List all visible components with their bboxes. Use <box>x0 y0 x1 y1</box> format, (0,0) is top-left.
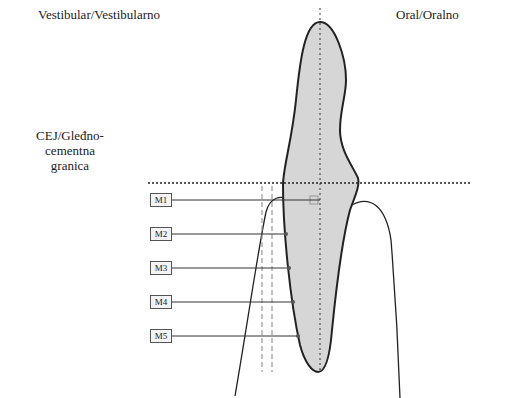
measure-point <box>296 334 300 338</box>
callout-box: M2 <box>150 227 172 241</box>
text-label: Vestibular/Vestibularno <box>38 7 160 22</box>
measure-line <box>172 234 286 235</box>
oral-bone <box>350 201 400 398</box>
measure-line <box>172 200 320 201</box>
reference-dash <box>271 186 272 372</box>
tooth-axis <box>320 8 321 372</box>
cej-line <box>148 182 472 184</box>
measure-line <box>172 268 289 269</box>
callout-number: M2 <box>155 229 168 239</box>
callout-number: M1 <box>155 195 168 205</box>
reference-dash <box>261 186 262 372</box>
measure-point <box>287 266 291 270</box>
callout-box: M1 <box>150 193 172 207</box>
callout-number: M4 <box>155 297 168 307</box>
measure-point <box>284 232 288 236</box>
callout-number: M3 <box>155 263 168 273</box>
tooth-outline <box>283 22 358 372</box>
text-label: CEJ/Gleđno-cementna granica <box>26 128 114 173</box>
measure-line <box>172 336 298 337</box>
callout-box: M4 <box>150 295 172 309</box>
callout-box: M5 <box>150 329 172 343</box>
text-label: Oral/Oralno <box>396 7 459 22</box>
measure-line <box>172 302 293 303</box>
callout-box: M3 <box>150 261 172 275</box>
callout-number: M5 <box>155 331 168 341</box>
measure-point <box>291 300 295 304</box>
